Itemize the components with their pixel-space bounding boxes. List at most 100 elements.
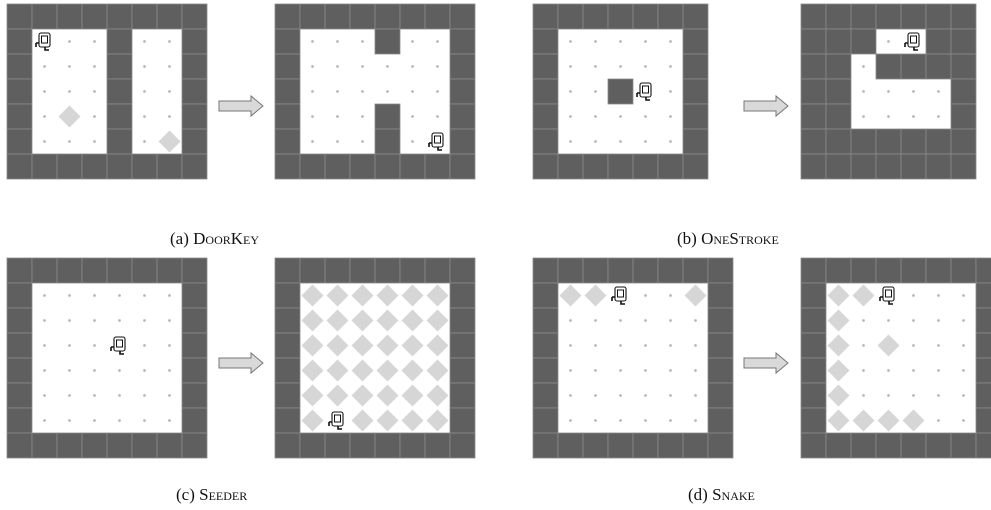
- wall-cell: [558, 258, 583, 283]
- robot-screen: [42, 36, 48, 43]
- floor-dot: [411, 115, 414, 118]
- wall-cell: [107, 104, 132, 129]
- floor-dot: [361, 140, 364, 143]
- floor-dot: [43, 294, 46, 297]
- grid-floor: [801, 258, 991, 458]
- wall-cell: [425, 154, 450, 179]
- floor-dot: [569, 394, 572, 397]
- floor-dot: [594, 65, 597, 68]
- floor-dot: [594, 90, 597, 93]
- floor-dot: [361, 90, 364, 93]
- wall-cell: [926, 4, 951, 29]
- floor-dot: [887, 115, 890, 118]
- wall-cell: [157, 258, 182, 283]
- wall-cell: [300, 258, 325, 283]
- floor-dot: [669, 40, 672, 43]
- grid-panels: [7, 4, 991, 458]
- floor-dot: [862, 115, 865, 118]
- floor-dot: [887, 369, 890, 372]
- caption-snake: (d) Snake: [688, 485, 755, 505]
- wall-cell: [375, 29, 400, 54]
- wall-cell: [275, 4, 300, 29]
- wall-cell: [951, 4, 976, 29]
- floor-dot: [68, 90, 71, 93]
- grid-b-before: [533, 4, 708, 179]
- floor-dot: [436, 115, 439, 118]
- floor-dot: [361, 65, 364, 68]
- wall-cell: [182, 154, 207, 179]
- caption-seeder-name: Seeder: [199, 485, 247, 504]
- caption-seeder: (c) Seeder: [176, 485, 247, 505]
- wall-cell: [951, 129, 976, 154]
- floor-dot: [669, 419, 672, 422]
- floor-dot: [361, 40, 364, 43]
- wall-cell: [901, 4, 926, 29]
- wall-cell: [350, 258, 375, 283]
- floor-dot: [43, 65, 46, 68]
- floor-dot: [594, 319, 597, 322]
- wall-cell: [275, 258, 300, 283]
- wall-cell: [450, 283, 475, 308]
- wall-cell: [182, 4, 207, 29]
- floor-dot: [143, 115, 146, 118]
- floor-dot: [644, 344, 647, 347]
- floor-dot: [669, 65, 672, 68]
- floor-dot: [118, 294, 121, 297]
- wall-cell: [107, 54, 132, 79]
- wall-cell: [275, 104, 300, 129]
- wall-cell: [951, 79, 976, 104]
- wall-cell: [450, 104, 475, 129]
- wall-cell: [182, 79, 207, 104]
- floor-dot: [937, 369, 940, 372]
- floor-dot: [887, 319, 890, 322]
- wall-cell: [951, 433, 976, 458]
- wall-cell: [107, 29, 132, 54]
- grid-floor: [7, 258, 207, 458]
- floor-dot: [569, 40, 572, 43]
- floor-dot: [569, 344, 572, 347]
- caption-doorkey-name: DoorKey: [193, 229, 259, 248]
- wall-cell: [450, 29, 475, 54]
- wall-cell: [926, 129, 951, 154]
- floor-dot: [694, 344, 697, 347]
- wall-cell: [901, 433, 926, 458]
- wall-cell: [157, 154, 182, 179]
- right-arrow-icon: [744, 96, 788, 116]
- wall-cell: [708, 283, 733, 308]
- floor-dot: [336, 140, 339, 143]
- floor-dot: [43, 344, 46, 347]
- floor-dot: [143, 294, 146, 297]
- arrow-shape: [219, 353, 263, 373]
- wall-cell: [633, 154, 658, 179]
- floor-dot: [569, 115, 572, 118]
- floor-dot: [887, 90, 890, 93]
- wall-cell: [851, 4, 876, 29]
- wall-cell: [926, 433, 951, 458]
- right-arrow-icon: [219, 353, 263, 373]
- wall-cell: [450, 333, 475, 358]
- wall-cell: [107, 79, 132, 104]
- floor-dot: [93, 115, 96, 118]
- floor-dot: [569, 419, 572, 422]
- floor-dot: [937, 90, 940, 93]
- wall-cell: [801, 433, 826, 458]
- floor-dot: [669, 344, 672, 347]
- wall-cell: [926, 154, 951, 179]
- floor-dot: [168, 40, 171, 43]
- floor-dot: [862, 369, 865, 372]
- floor-dot: [669, 369, 672, 372]
- grid-floor: [533, 258, 733, 458]
- floor-dot: [937, 344, 940, 347]
- floor-dot: [669, 90, 672, 93]
- wall-cell: [7, 433, 32, 458]
- floor-dot: [594, 419, 597, 422]
- floor-dot: [93, 319, 96, 322]
- floor-dot: [962, 344, 965, 347]
- wall-cell: [82, 433, 107, 458]
- wall-cell: [400, 433, 425, 458]
- floor-dot: [912, 394, 915, 397]
- floor-dot: [619, 65, 622, 68]
- wall-cell: [533, 333, 558, 358]
- floor-dot: [168, 369, 171, 372]
- wall-cell: [132, 154, 157, 179]
